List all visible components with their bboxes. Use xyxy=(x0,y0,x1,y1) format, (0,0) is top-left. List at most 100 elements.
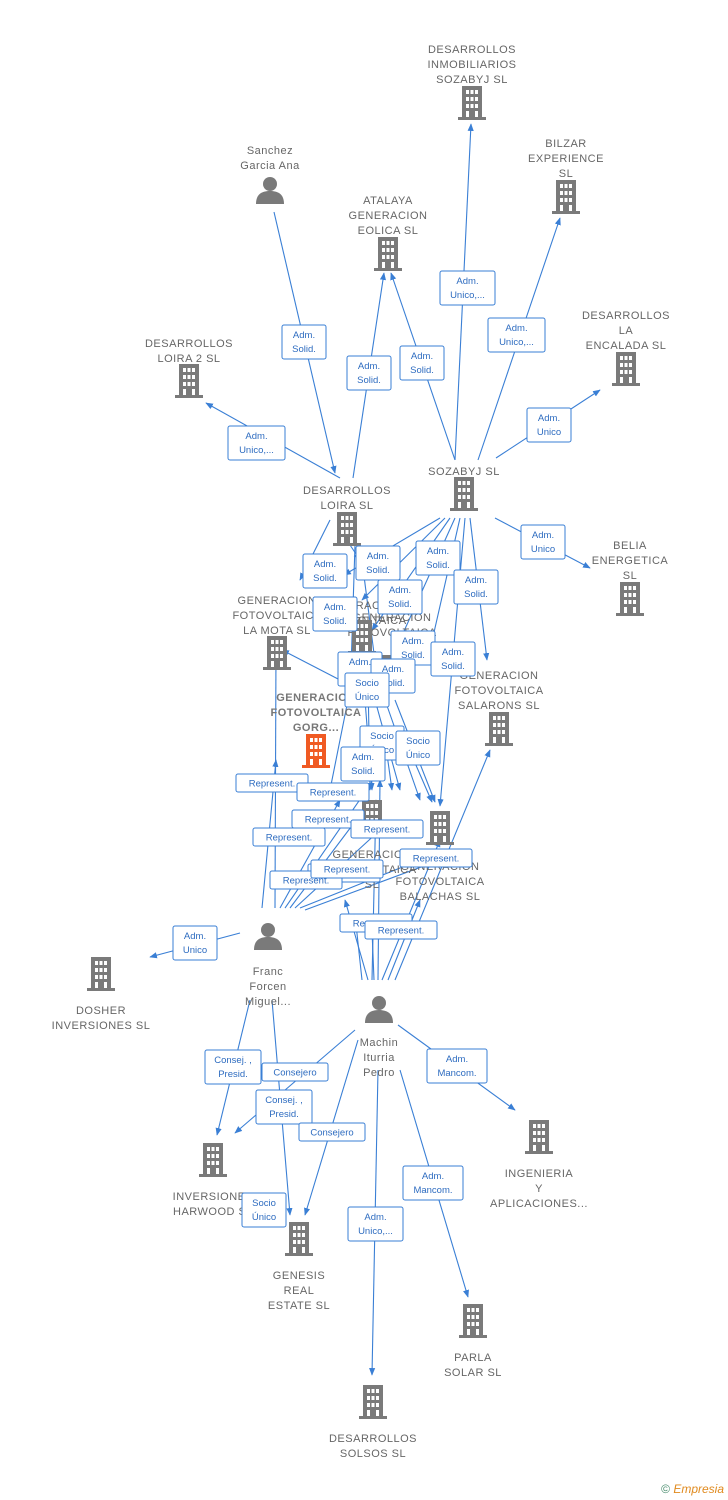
relation-label[interactable]: Adm.Solid. xyxy=(430,641,476,677)
relation-label[interactable]: Represent. xyxy=(399,848,473,868)
relation-label[interactable]: Adm.Unico,... xyxy=(347,1206,404,1242)
node-label-line: ENCALADA SL xyxy=(586,340,667,352)
node-label-line: PARLA xyxy=(454,1352,492,1364)
relation-label[interactable]: Adm.Unico,... xyxy=(487,317,546,353)
node-label-line: GENERACION xyxy=(353,612,432,624)
relation-label-text: Adm. xyxy=(349,657,371,668)
node-label-line: DESARROLLOS xyxy=(428,44,516,56)
relation-label[interactable]: Adm.Unico,... xyxy=(439,270,496,306)
relation-label[interactable]: Adm.Solid. xyxy=(312,596,358,632)
relation-label-text: Presid. xyxy=(218,1069,248,1080)
relation-label[interactable]: Represent. xyxy=(364,920,438,940)
relation-label-text: Represent. xyxy=(249,779,295,790)
person-icon xyxy=(256,177,284,204)
node-label-line: Miguel... xyxy=(245,996,291,1008)
relation-label-text: Socio xyxy=(406,736,430,747)
node-label-line: SOLAR SL xyxy=(444,1367,502,1379)
company-node-ingenieria[interactable]: INGENIERIAYAPLICACIONES... xyxy=(490,1120,588,1210)
relation-label[interactable]: Represent. xyxy=(252,827,326,847)
building-icon xyxy=(450,477,478,511)
relation-label[interactable]: Adm.Solid. xyxy=(453,569,499,605)
relation-label[interactable]: Consej. , Presid. xyxy=(204,1049,262,1085)
node-label-line: BILZAR xyxy=(545,138,587,150)
node-label-line: LOIRA SL xyxy=(321,500,374,512)
person-icon xyxy=(254,923,282,950)
relation-label-text: Socio xyxy=(370,731,394,742)
relation-label-text: Unico,... xyxy=(239,445,274,456)
node-label-line: ESTATE SL xyxy=(268,1300,330,1312)
node-label-line: INGENIERIA xyxy=(505,1168,574,1180)
relation-label-text: Unico,... xyxy=(450,290,485,301)
relation-label-box xyxy=(350,819,424,839)
relation-label[interactable]: Adm.Unico xyxy=(526,407,572,443)
relation-label[interactable]: Consej. ,Presid. xyxy=(255,1089,313,1125)
company-node-gorg[interactable]: GENERACIONFOTOVOLTAICAGORG... xyxy=(271,692,362,768)
relation-label[interactable]: Adm.Solid. xyxy=(340,746,386,782)
relation-label[interactable]: Consejero xyxy=(298,1122,366,1142)
relation-label-box xyxy=(520,524,566,560)
relation-label[interactable]: Adm.Solid. xyxy=(346,355,392,391)
building-icon xyxy=(525,1120,553,1154)
relation-label[interactable]: Adm.Mancom. xyxy=(402,1165,464,1201)
relation-label[interactable]: Adm.Solid. xyxy=(399,345,445,381)
relation-label[interactable]: Adm.Unico,... xyxy=(227,425,286,461)
relation-label[interactable]: Adm.Mancom. xyxy=(426,1048,488,1084)
relation-label[interactable]: Represent. xyxy=(350,819,424,839)
relation-label-text: Consej. , xyxy=(214,1055,252,1066)
relation-label-text: Presid. xyxy=(269,1109,299,1120)
relation-label[interactable]: Adm.Unico xyxy=(520,524,566,560)
relation-label-box xyxy=(453,569,499,605)
relation-label-box xyxy=(252,827,326,847)
relation-label[interactable]: Adm.Unico xyxy=(172,925,218,961)
person-node-franc[interactable]: FrancForcenMiguel... xyxy=(245,923,291,1008)
relation-label-box xyxy=(172,925,218,961)
relation-label-text: Adm. xyxy=(411,351,433,362)
footer-brand[interactable]: © Empresia xyxy=(661,1482,724,1496)
relation-label[interactable]: Represent. xyxy=(291,809,365,829)
node-label-line: GENERACION xyxy=(276,692,356,704)
relation-label[interactable]: Represent. xyxy=(310,859,384,879)
relation-label[interactable]: Adm.Solid. xyxy=(377,579,423,615)
relation-label-box xyxy=(312,596,358,632)
relation-label[interactable]: Adm.Solid. xyxy=(302,553,348,589)
relation-label-text: Único xyxy=(406,750,430,761)
relation-label[interactable]: Adm.Solid. xyxy=(281,324,327,360)
relation-label-text: Solid. xyxy=(366,565,390,576)
relation-label[interactable]: Adm. Solid. xyxy=(355,545,401,581)
node-label-line: INVERSIONES SL xyxy=(52,1020,151,1032)
node-label-line: HARWOOD SL xyxy=(173,1206,253,1218)
relation-label[interactable]: Adm.Solid. xyxy=(415,540,461,576)
node-label-line: SL xyxy=(559,168,573,180)
relation-label[interactable]: Represent. xyxy=(296,782,370,802)
relation-label-text: Solid. xyxy=(441,661,465,672)
relation-label-text: Adm. xyxy=(367,551,389,562)
node-label-line: GENERACION xyxy=(333,849,412,861)
relation-label[interactable]: Consejero xyxy=(261,1062,329,1082)
company-node-sozabyj[interactable]: SOZABYJ SL xyxy=(428,466,500,511)
relation-label-text: Solid. xyxy=(323,616,347,627)
relation-label-text: Adm. xyxy=(352,752,374,763)
relation-label-text: Represent. xyxy=(378,926,424,937)
company-node-parla[interactable]: PARLA SOLAR SL xyxy=(444,1304,502,1379)
relation-label-box xyxy=(426,1048,488,1084)
relation-label-box xyxy=(204,1049,262,1085)
relation-label-text: Socio xyxy=(355,678,379,689)
